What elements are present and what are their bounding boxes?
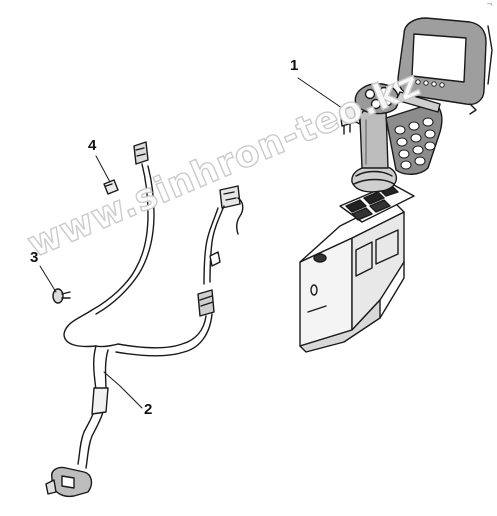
corner-mark: ¬ bbox=[486, 0, 493, 9]
display-monitor bbox=[395, 17, 493, 115]
part-2-wiring-harness bbox=[45, 141, 244, 498]
control-console bbox=[299, 83, 415, 353]
part-1-relay bbox=[339, 105, 361, 135]
callout-1: 1 bbox=[290, 57, 299, 74]
part-4-connector bbox=[103, 179, 119, 195]
part-3-clip bbox=[52, 288, 71, 304]
callout-3: 3 bbox=[30, 249, 39, 266]
keypad bbox=[385, 103, 443, 175]
callout-4: 4 bbox=[88, 137, 97, 154]
callout-2: 2 bbox=[144, 401, 153, 418]
leader-lines bbox=[39, 77, 343, 409]
